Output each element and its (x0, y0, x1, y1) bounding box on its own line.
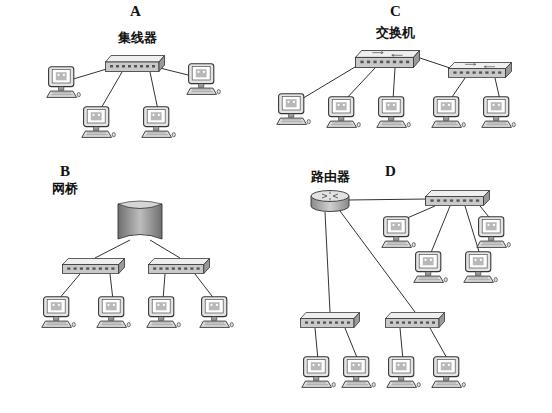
hub-device (426, 190, 490, 205)
computer-icon (187, 64, 221, 95)
network-cables (58, 58, 500, 360)
hub-device (149, 258, 210, 273)
computer-icon (277, 94, 311, 125)
cable (400, 328, 403, 360)
cable (195, 274, 215, 300)
cable (345, 328, 358, 360)
cable (163, 274, 165, 300)
cable (58, 274, 80, 300)
computer-icon (477, 217, 511, 248)
computer-icon (482, 97, 516, 128)
switch-device: 交换机 (355, 50, 420, 68)
computer-icon (42, 297, 76, 328)
cable (100, 72, 122, 110)
cable (110, 274, 113, 300)
cable (95, 240, 130, 258)
hub-device (105, 55, 165, 72)
computer-icon (302, 357, 336, 388)
computer-icon (327, 97, 361, 128)
cable (325, 212, 330, 312)
hub-device (301, 312, 360, 327)
cable (393, 68, 395, 100)
bridge-device (117, 200, 163, 243)
cable (315, 328, 318, 360)
panel-letter: C (390, 3, 401, 20)
panel-letter: B (60, 163, 70, 180)
computers (42, 64, 516, 388)
device-label: 交换机 (376, 24, 415, 42)
hub-device (386, 312, 445, 327)
computer-icon (47, 67, 81, 98)
cable (150, 72, 158, 110)
cable (70, 68, 110, 80)
bridge-device: 网桥 (117, 200, 163, 243)
cable (420, 58, 450, 68)
hub-device: 集线器 (105, 55, 165, 72)
computer-icon (377, 97, 411, 128)
computer-icon (382, 217, 416, 248)
computer-icon (464, 252, 498, 283)
switch-device (355, 50, 420, 68)
cable (430, 328, 448, 360)
device-label: 网桥 (52, 180, 78, 198)
device-outline (311, 191, 349, 212)
computer-icon (97, 297, 131, 328)
computer-icon (147, 297, 181, 328)
computer-icon (142, 107, 176, 138)
computer-icon (82, 107, 116, 138)
computer-icon (200, 297, 234, 328)
device-outline (106, 56, 165, 72)
hub-device (63, 258, 125, 273)
device-label: 路由器 (311, 168, 350, 186)
router-device: 路由器 (310, 190, 350, 212)
computer-icon (432, 357, 466, 388)
device-label: 集线器 (118, 29, 157, 47)
cable (150, 240, 180, 258)
unlabeled-devices (63, 62, 512, 327)
device-outline (118, 201, 162, 239)
cable (430, 206, 450, 255)
panel-letter: D (385, 163, 396, 180)
computer-icon (342, 357, 376, 388)
cable (300, 64, 360, 100)
router-device (310, 190, 350, 212)
computer-icon (414, 252, 448, 283)
switch-device (449, 62, 512, 77)
cable (345, 68, 375, 100)
device-outline (356, 51, 420, 68)
computer-icon (432, 97, 466, 128)
cable (340, 211, 415, 312)
cable (348, 199, 428, 200)
computer-icon (387, 357, 421, 388)
panel-letter: A (130, 3, 141, 20)
